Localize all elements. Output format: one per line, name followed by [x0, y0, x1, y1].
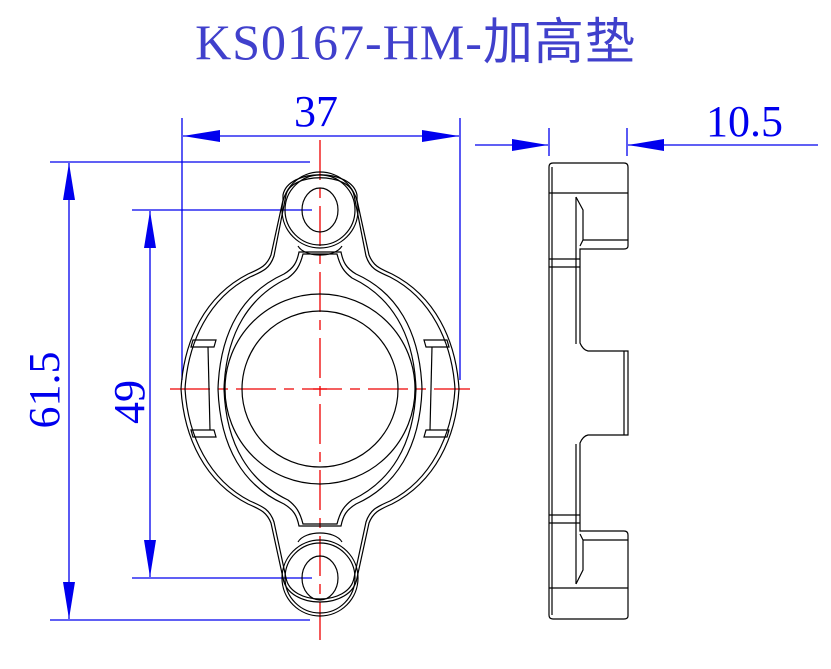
- dimension-lines: [50, 118, 818, 621]
- overall-height-dimension: 61.5: [20, 351, 69, 429]
- front-view: [180, 171, 460, 617]
- width-dimension: 37: [294, 87, 338, 136]
- thickness-dimension: 10.5: [706, 97, 783, 146]
- drawing-title: KS0167-HM-加高垫: [195, 14, 636, 70]
- side-view: [548, 162, 629, 620]
- hole-spacing-dimension: 49: [105, 380, 154, 424]
- centerlines: [170, 140, 470, 640]
